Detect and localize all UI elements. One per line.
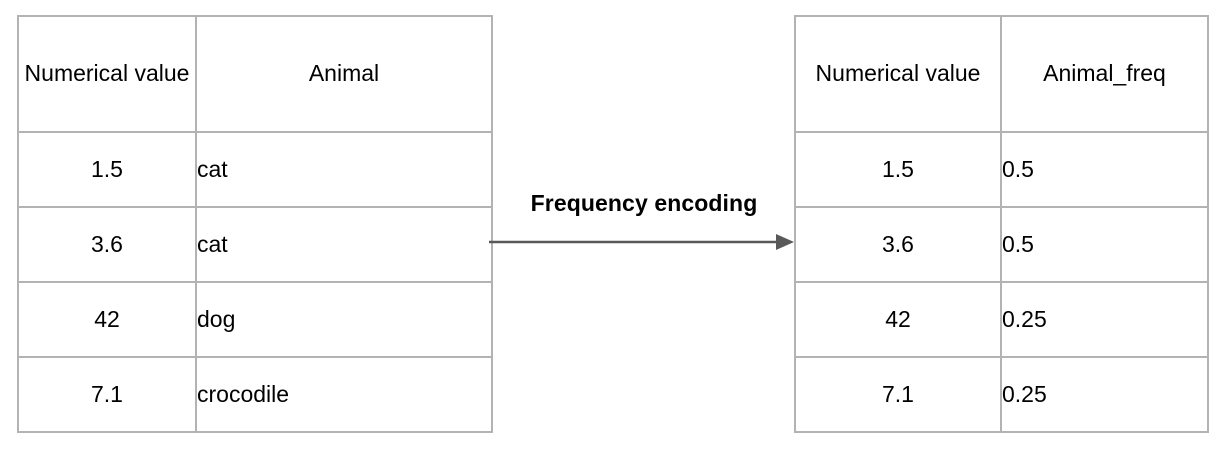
table-row: 7.1 0.25 [794,356,1209,433]
output-cell-freq: 0.25 [1000,281,1209,358]
input-cell-value: 7.1 [17,356,197,433]
input-table: Numerical value Animal 1.5 cat 3.6 cat 4… [17,15,493,433]
table-row: 7.1 crocodile [17,356,493,433]
table-row: 1.5 0.5 [794,131,1209,208]
output-cell-value: 3.6 [794,206,1002,283]
output-cell-value: 42 [794,281,1002,358]
input-cell-animal: cat [195,131,493,208]
output-cell-freq: 0.5 [1000,206,1209,283]
output-cell-value: 7.1 [794,356,1002,433]
output-table-header-numerical-value: Numerical value [794,15,1002,133]
table-header-row: Numerical value Animal_freq [794,15,1209,133]
arrow-label: Frequency encoding [530,190,758,216]
table-row: 3.6 0.5 [794,206,1209,283]
input-cell-animal: cat [195,206,493,283]
input-table-header-animal: Animal [195,15,493,133]
input-table-header-numerical-value: Numerical value [17,15,197,133]
table-row: 3.6 cat [17,206,493,283]
input-cell-animal: crocodile [195,356,493,433]
output-table-header-animal-freq: Animal_freq [1000,15,1209,133]
table-row: 42 dog [17,281,493,358]
table-row: 42 0.25 [794,281,1209,358]
output-table: Numerical value Animal_freq 1.5 0.5 3.6 … [794,15,1209,433]
output-cell-freq: 0.5 [1000,131,1209,208]
input-cell-value: 1.5 [17,131,197,208]
input-cell-value: 3.6 [17,206,197,283]
output-cell-value: 1.5 [794,131,1002,208]
arrow-right-icon [489,234,794,250]
output-cell-freq: 0.25 [1000,356,1209,433]
table-header-row: Numerical value Animal [17,15,493,133]
table-row: 1.5 cat [17,131,493,208]
input-cell-animal: dog [195,281,493,358]
input-cell-value: 42 [17,281,197,358]
transformation-arrow-group: Frequency encoding [488,190,798,270]
